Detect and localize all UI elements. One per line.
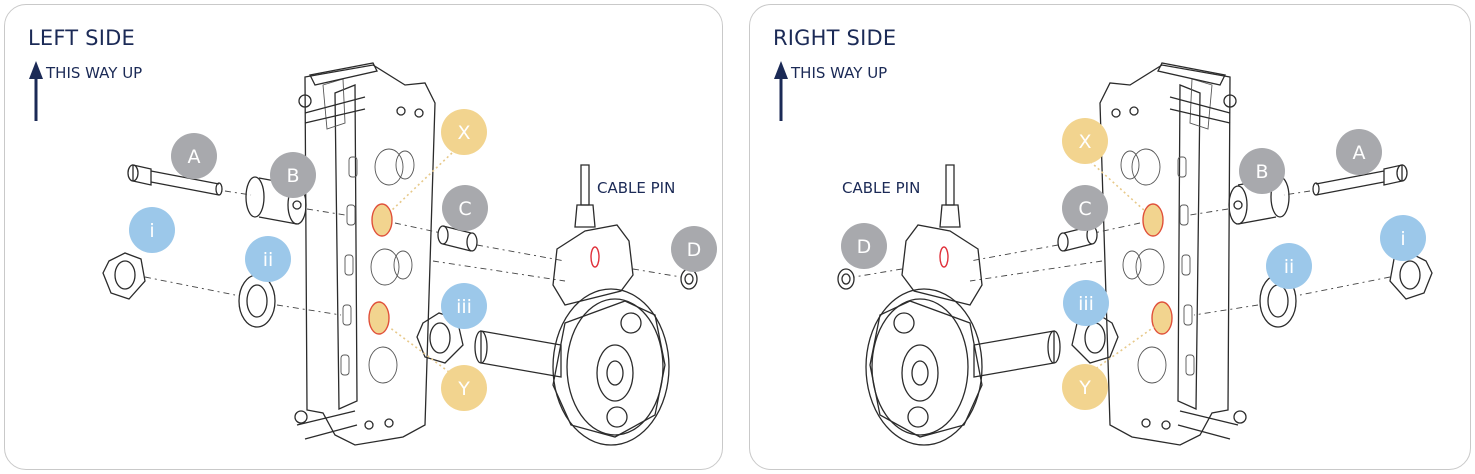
badge-ii: ii bbox=[245, 236, 291, 282]
right-side-panel: RIGHT SIDE THIS WAY UP CABLE PIN bbox=[749, 4, 1471, 470]
badge-iii: iii bbox=[1063, 280, 1109, 326]
cable-pin-label: CABLE PIN bbox=[842, 179, 921, 197]
svg-text:A: A bbox=[1353, 142, 1366, 164]
badge-x: X bbox=[441, 109, 487, 155]
badge-a: A bbox=[1336, 129, 1382, 175]
svg-text:B: B bbox=[1255, 161, 1268, 183]
panel-title: LEFT SIDE bbox=[28, 26, 135, 50]
left-exploded-diagram: A B C D X Y i ii bbox=[29, 61, 717, 446]
badge-iii: iii bbox=[441, 283, 487, 329]
hub-assembly bbox=[474, 164, 670, 446]
svg-text:C: C bbox=[458, 198, 471, 220]
nut-i bbox=[102, 252, 146, 300]
bolt-a bbox=[127, 164, 223, 196]
panel-title: RIGHT SIDE bbox=[773, 26, 897, 50]
svg-text:B: B bbox=[286, 165, 299, 187]
badge-d: D bbox=[671, 226, 717, 272]
hole-y-highlight bbox=[368, 301, 390, 335]
badge-b: B bbox=[1239, 148, 1285, 194]
left-side-panel: LEFT SIDE THIS WAY UP CABLE PIN bbox=[4, 4, 723, 470]
svg-text:A: A bbox=[188, 146, 201, 168]
svg-text:C: C bbox=[1078, 198, 1091, 220]
badge-d: D bbox=[841, 223, 887, 269]
hole-y-highlight bbox=[1151, 301, 1173, 335]
badge-a: A bbox=[171, 133, 217, 179]
cable-pin-highlight bbox=[590, 246, 600, 268]
svg-text:ii: ii bbox=[1284, 256, 1295, 278]
svg-text:iii: iii bbox=[456, 296, 472, 318]
up-arrow-icon bbox=[774, 61, 788, 121]
badge-y: Y bbox=[441, 365, 487, 411]
badge-c: C bbox=[1062, 185, 1108, 231]
up-arrow-icon bbox=[29, 61, 43, 121]
cable-pin-highlight bbox=[939, 246, 949, 268]
svg-text:ii: ii bbox=[263, 249, 274, 271]
svg-text:iii: iii bbox=[1078, 293, 1094, 315]
svg-text:Y: Y bbox=[1078, 377, 1091, 399]
badge-i: i bbox=[1380, 215, 1426, 261]
this-way-up-label: THIS WAY UP bbox=[791, 64, 888, 82]
bracket-plate bbox=[1099, 62, 1247, 446]
svg-text:X: X bbox=[1078, 131, 1091, 153]
svg-text:i: i bbox=[149, 220, 154, 242]
badge-x: X bbox=[1062, 118, 1108, 164]
svg-text:Y: Y bbox=[457, 378, 470, 400]
hole-x-highlight bbox=[1142, 203, 1164, 237]
badge-i: i bbox=[129, 207, 175, 253]
hole-x-highlight bbox=[371, 203, 393, 237]
badge-ii: ii bbox=[1266, 243, 1312, 289]
washer-ii bbox=[238, 274, 276, 328]
cable-pin-label: CABLE PIN bbox=[597, 179, 676, 197]
svg-text:D: D bbox=[857, 236, 872, 258]
svg-text:D: D bbox=[687, 239, 702, 261]
svg-text:i: i bbox=[1400, 228, 1405, 250]
bolt-a bbox=[1312, 164, 1408, 196]
nut-d bbox=[680, 268, 698, 290]
this-way-up-label: THIS WAY UP bbox=[46, 64, 143, 82]
nut-iii bbox=[416, 312, 464, 364]
hub-assembly bbox=[865, 164, 1061, 446]
bracket-plate bbox=[294, 62, 436, 446]
svg-text:X: X bbox=[457, 122, 470, 144]
right-exploded-diagram: A B C D X Y i ii bbox=[774, 61, 1433, 446]
nut-d bbox=[837, 268, 855, 290]
badge-y: Y bbox=[1062, 364, 1108, 410]
badge-c: C bbox=[442, 185, 488, 231]
badge-b: B bbox=[270, 152, 316, 198]
